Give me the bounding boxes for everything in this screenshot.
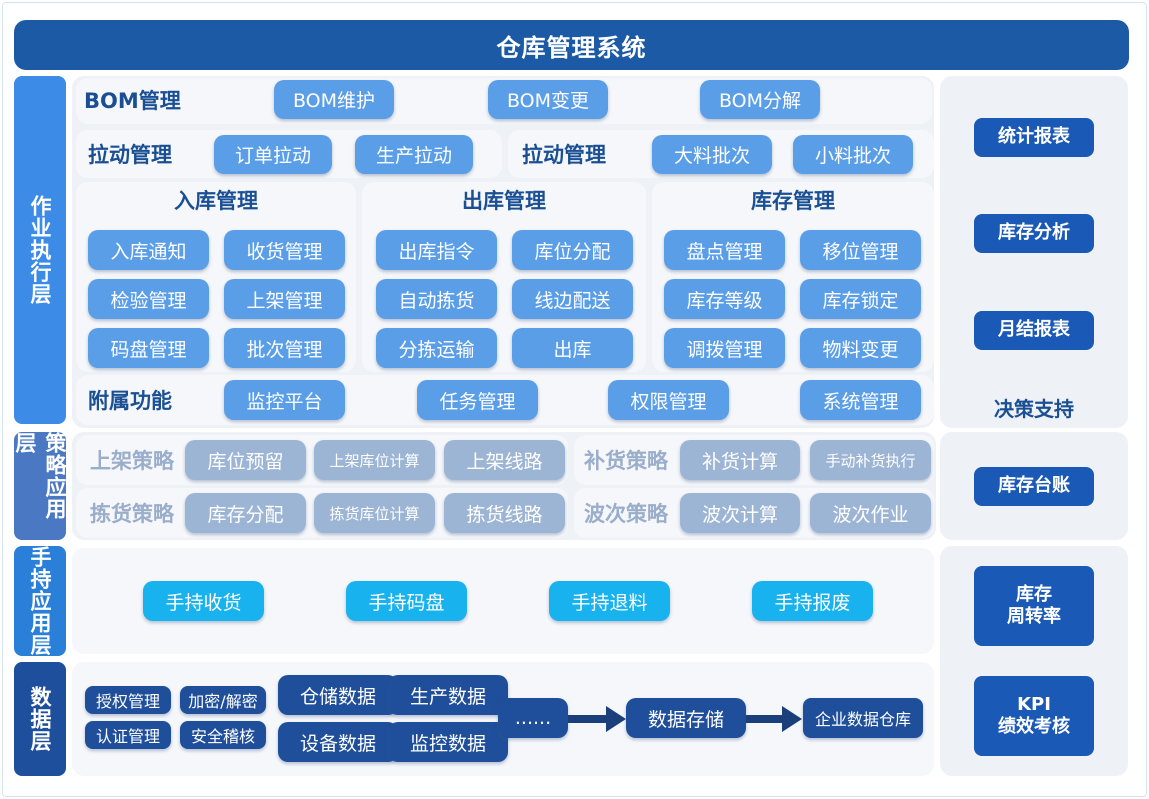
system-management-button[interactable]: 系统管理 <box>800 380 921 420</box>
receiving-button[interactable]: 收货管理 <box>224 230 345 270</box>
order-pull-button[interactable]: 订单拉动 <box>214 135 332 174</box>
kpi-line2: 绩效考核 <box>998 716 1070 737</box>
statistics-report-button[interactable]: 统计报表 <box>974 118 1094 157</box>
production-data-button[interactable]: 生产数据 <box>388 675 508 715</box>
inventory-allocation-button[interactable]: 库存分配 <box>185 493 306 533</box>
kpi-line1: KPI <box>1017 693 1051 715</box>
small-batch-button[interactable]: 小料批次 <box>793 135 913 174</box>
monitoring-data-button[interactable]: 监控数据 <box>388 722 508 762</box>
pull-title-left: 拉动管理 <box>88 143 172 167</box>
batch-management-button[interactable]: 批次管理 <box>224 328 345 368</box>
outbound-button[interactable]: 出库 <box>512 328 633 368</box>
auto-picking-button[interactable]: 自动拣货 <box>376 279 497 319</box>
putaway-button[interactable]: 上架管理 <box>224 279 345 319</box>
line-side-delivery-button[interactable]: 线边配送 <box>512 279 633 319</box>
inspection-button[interactable]: 检验管理 <box>88 279 209 319</box>
ellipsis-box: ...... <box>498 698 568 738</box>
inventory-turnover-button[interactable]: 库存 周转率 <box>974 566 1094 646</box>
monthly-report-button[interactable]: 月结报表 <box>974 311 1094 350</box>
location-allocation-button[interactable]: 库位分配 <box>512 230 633 270</box>
equipment-data-button[interactable]: 设备数据 <box>278 722 398 762</box>
outbound-title: 出库管理 <box>462 189 546 213</box>
arrow-to-storage-icon <box>568 706 626 732</box>
enterprise-data-warehouse-button[interactable]: 企业数据仓库 <box>803 698 923 738</box>
outbound-order-button[interactable]: 出库指令 <box>376 230 497 270</box>
production-pull-button[interactable]: 生产拉动 <box>355 135 473 174</box>
transfer-button[interactable]: 调拨管理 <box>664 328 785 368</box>
page-title: 仓库管理系统 <box>14 20 1129 70</box>
permission-management-button[interactable]: 权限管理 <box>608 380 729 420</box>
storage-data-button[interactable]: 仓储数据 <box>278 675 398 715</box>
bom-decompose-button[interactable]: BOM分解 <box>700 80 820 119</box>
layer-label-strategy: 策略应用层 <box>13 432 67 540</box>
wave-operation-button[interactable]: 波次作业 <box>810 493 931 533</box>
inventory-level-button[interactable]: 库存等级 <box>664 279 785 319</box>
inbound-title: 入库管理 <box>174 189 258 213</box>
encryption-button[interactable]: 加密/解密 <box>180 686 266 714</box>
layer-label-handheld: 手持应用层 <box>14 546 66 656</box>
inventory-lock-button[interactable]: 库存锁定 <box>800 279 921 319</box>
monitoring-platform-button[interactable]: 监控平台 <box>224 380 345 420</box>
putaway-route-button[interactable]: 上架线路 <box>444 440 565 480</box>
replenishment-strategy-title: 补货策略 <box>584 449 668 473</box>
putaway-strategy-title: 上架策略 <box>90 449 174 473</box>
authentication-button[interactable]: 认证管理 <box>85 721 171 749</box>
pull-title-right: 拉动管理 <box>522 143 606 167</box>
stocktaking-button[interactable]: 盘点管理 <box>664 230 785 270</box>
relocation-button[interactable]: 移位管理 <box>800 230 921 270</box>
putaway-location-calc-button[interactable]: 上架库位计算 <box>314 440 435 480</box>
security-audit-button[interactable]: 安全稽核 <box>180 721 266 749</box>
sorting-transport-button[interactable]: 分拣运输 <box>376 328 497 368</box>
kpi-button[interactable]: KPI 绩效考核 <box>974 676 1094 756</box>
aux-title: 附属功能 <box>88 389 172 413</box>
bom-maintain-button[interactable]: BOM维护 <box>274 80 394 119</box>
layer-label-data: 数据层 <box>14 662 66 776</box>
bom-title: BOM管理 <box>84 89 181 113</box>
handheld-scrap-button[interactable]: 手持报废 <box>752 581 873 621</box>
picking-route-button[interactable]: 拣货线路 <box>444 493 565 533</box>
handheld-receiving-button[interactable]: 手持收货 <box>143 581 264 621</box>
palletizing-button[interactable]: 码盘管理 <box>88 328 209 368</box>
inventory-analysis-button[interactable]: 库存分析 <box>974 214 1094 253</box>
authorization-button[interactable]: 授权管理 <box>85 686 171 714</box>
data-storage-button[interactable]: 数据存储 <box>626 698 746 738</box>
replenishment-calc-button[interactable]: 补货计算 <box>680 440 800 480</box>
bom-change-button[interactable]: BOM变更 <box>488 80 608 119</box>
location-reserve-button[interactable]: 库位预留 <box>185 440 306 480</box>
arrow-to-warehouse-icon <box>746 706 802 732</box>
handheld-return-button[interactable]: 手持退料 <box>549 581 670 621</box>
manual-replenishment-button[interactable]: 手动补货执行 <box>810 440 931 480</box>
large-batch-button[interactable]: 大料批次 <box>652 135 772 174</box>
decision-support-label: 决策支持 <box>994 396 1074 421</box>
inventory-ledger-button[interactable]: 库存台账 <box>974 467 1094 506</box>
handheld-palletizing-button[interactable]: 手持码盘 <box>346 581 467 621</box>
layer-label-exec: 作业执行层 <box>14 76 66 424</box>
picking-strategy-title: 拣货策略 <box>90 502 174 526</box>
wave-calc-button[interactable]: 波次计算 <box>680 493 800 533</box>
inventory-title: 库存管理 <box>751 189 835 213</box>
material-change-button[interactable]: 物料变更 <box>800 328 921 368</box>
picking-location-calc-button[interactable]: 拣货库位计算 <box>314 493 435 533</box>
inbound-notice-button[interactable]: 入库通知 <box>88 230 209 270</box>
wave-strategy-title: 波次策略 <box>584 502 668 526</box>
task-management-button[interactable]: 任务管理 <box>417 380 538 420</box>
